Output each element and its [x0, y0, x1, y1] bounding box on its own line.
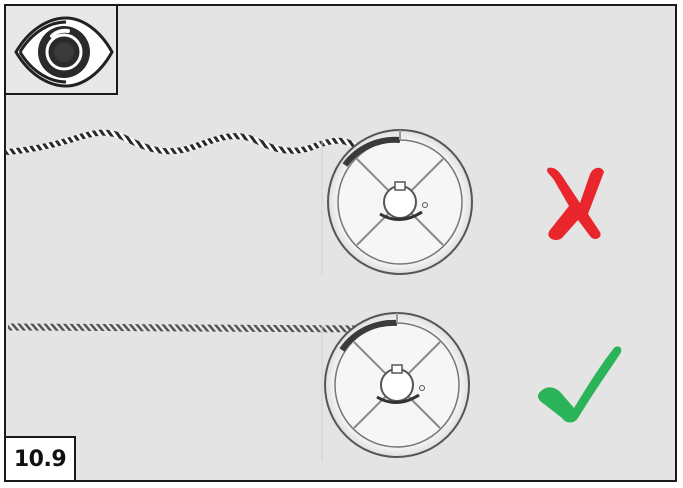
eye-icon [14, 16, 114, 88]
step-number: 10.9 [13, 446, 67, 472]
loose-rope [5, 129, 363, 155]
green-check-icon [537, 346, 622, 423]
reel-bottom [321, 312, 470, 462]
step-number-box: 10.9 [4, 436, 76, 482]
eye-icon-box [4, 4, 118, 95]
tight-rope [7, 323, 381, 333]
reel-top [321, 129, 473, 275]
red-cross-icon [547, 167, 604, 241]
